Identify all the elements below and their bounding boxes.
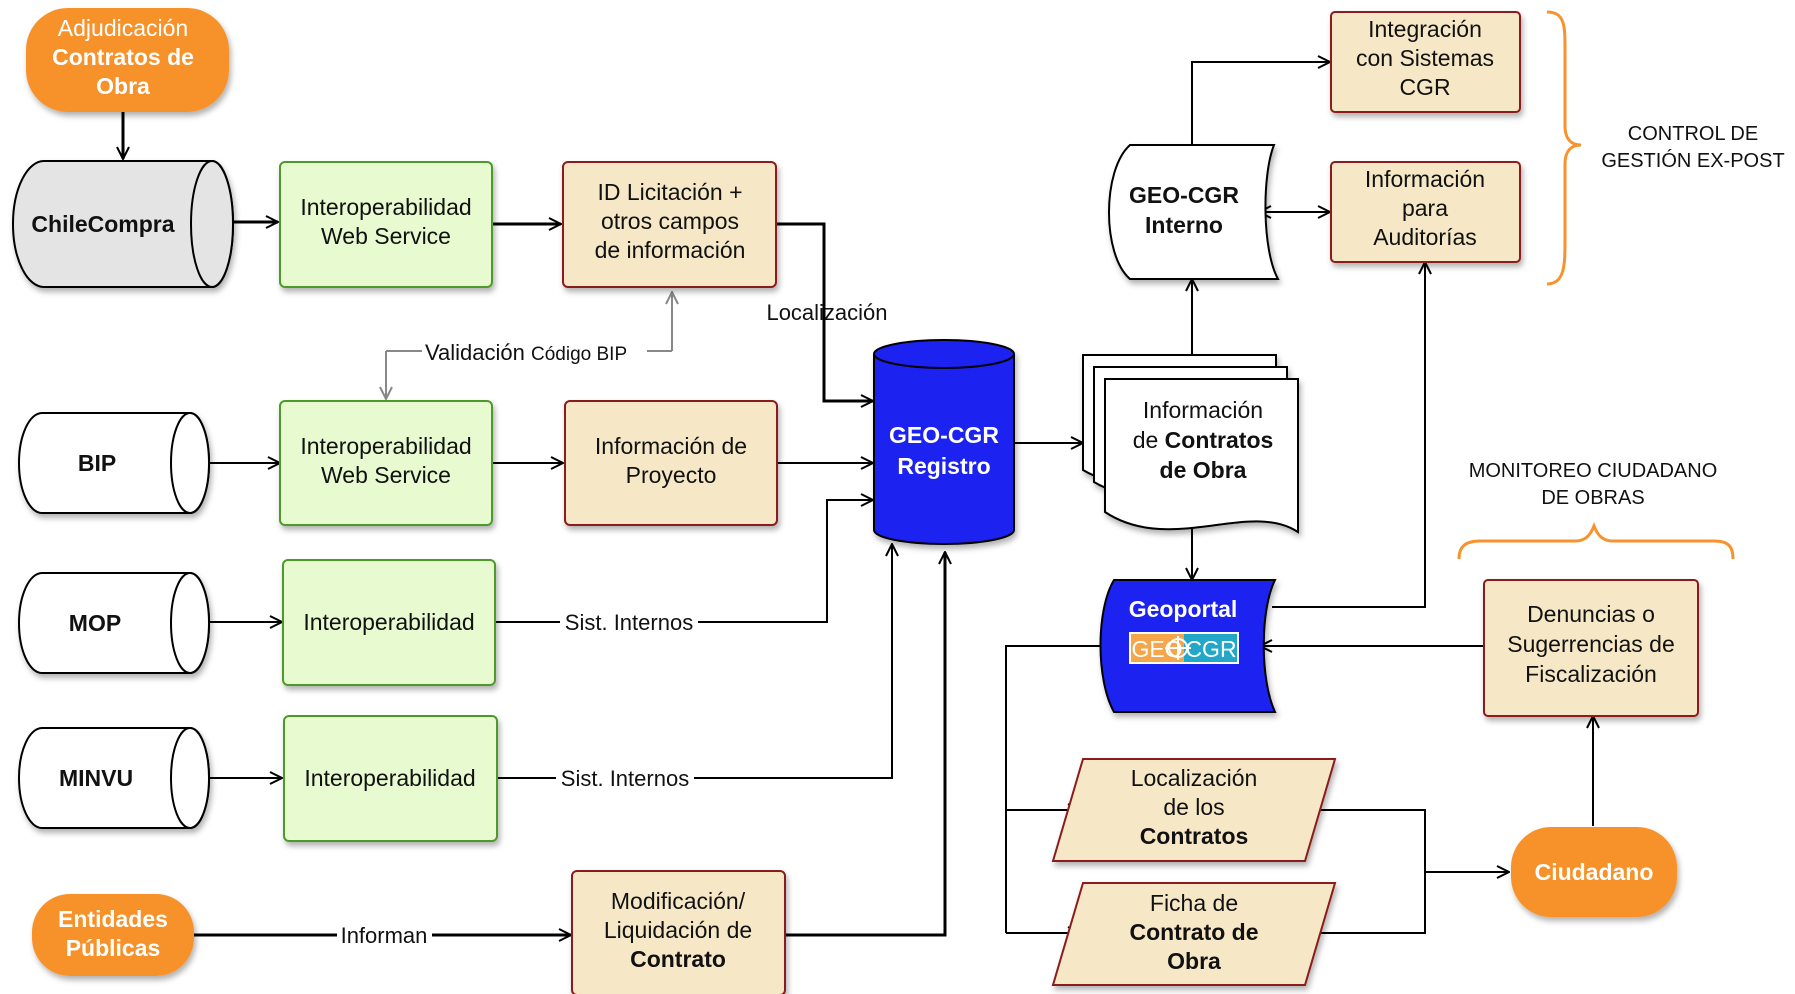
bip-label: BIP bbox=[78, 450, 116, 476]
modificacion-line-1: Modificación/ bbox=[611, 888, 746, 914]
auditorias-line-1: Información bbox=[1365, 166, 1485, 192]
adjudicacion-line-2: Contratos de bbox=[52, 44, 194, 70]
edge-label-sist-internos-mop: Sist. Internos bbox=[565, 610, 693, 635]
node-bip bbox=[18, 412, 210, 514]
licitacion-line-2: otros campos bbox=[601, 208, 739, 234]
edge-geoportal-auditorias bbox=[1272, 262, 1425, 608]
control-label-line-1: CONTROL DE bbox=[1628, 123, 1758, 145]
interno-line-1: GEO-CGR bbox=[1129, 182, 1239, 208]
node-localizacion-contratos bbox=[1051, 758, 1337, 862]
localizacion-line-3: Contratos bbox=[1140, 823, 1249, 849]
denuncias-line-2: Sugerrencias de bbox=[1507, 631, 1675, 657]
edge-licitacion-registro bbox=[776, 222, 873, 401]
node-minvu bbox=[18, 727, 210, 829]
licitacion-line-3: de información bbox=[595, 237, 746, 263]
node-mop bbox=[18, 572, 210, 674]
ficha-line-1: Ficha de bbox=[1150, 890, 1238, 916]
node-interop-ws-1 bbox=[279, 161, 493, 288]
node-ciudadano bbox=[1511, 827, 1677, 917]
geoportal-logo: GEO CGR bbox=[1129, 632, 1239, 664]
node-denuncias bbox=[1483, 579, 1699, 717]
interno-line-2: Interno bbox=[1145, 212, 1223, 238]
interop-ws-1-line-2: Web Service bbox=[321, 223, 451, 249]
adjudicacion-line-1: Adjudicación bbox=[58, 15, 188, 41]
proyecto-line-1: Información de bbox=[595, 433, 747, 459]
adjudicacion-line-3: Obra bbox=[96, 73, 150, 99]
interop-minvu-label: Interoperabilidad bbox=[304, 765, 475, 791]
node-modificacion bbox=[571, 870, 786, 994]
integracion-line-1: Integración bbox=[1368, 16, 1482, 42]
chilecompra-label: ChileCompra bbox=[31, 211, 174, 237]
ciudadano-label: Ciudadano bbox=[1535, 859, 1654, 885]
node-interop-minvu bbox=[283, 715, 498, 842]
auditorias-line-2: para bbox=[1402, 195, 1448, 221]
edge-label-localizacion: Localización bbox=[766, 300, 887, 325]
modificacion-line-3: Contrato bbox=[630, 946, 726, 972]
geoportal-title: Geoportal bbox=[1129, 596, 1238, 622]
node-entidades bbox=[32, 894, 194, 976]
edge-label-informan: Informan bbox=[341, 923, 428, 948]
interop-ws-1-line-1: Interoperabilidad bbox=[300, 194, 471, 220]
node-interno bbox=[1108, 144, 1280, 280]
proyecto-line-2: Proyecto bbox=[626, 462, 717, 488]
documentos-line-3: de Obra bbox=[1160, 457, 1247, 483]
monitoreo-label-line-2: DE OBRAS bbox=[1541, 487, 1644, 509]
documentos-line-1: Información bbox=[1143, 397, 1263, 423]
denuncias-line-1: Denuncias o bbox=[1527, 601, 1655, 627]
node-licitacion bbox=[562, 161, 777, 288]
control-brace bbox=[1546, 10, 1582, 286]
entidades-line-1: Entidades bbox=[58, 906, 168, 932]
control-label-line-2: GESTIÓN EX-POST bbox=[1601, 149, 1784, 172]
interop-ws-2-line-1: Interoperabilidad bbox=[300, 433, 471, 459]
localizacion-line-1: Localización bbox=[1131, 765, 1258, 791]
edge-modificacion-registro bbox=[785, 552, 945, 937]
registro-line-2: Registro bbox=[897, 453, 990, 479]
node-integracion bbox=[1330, 11, 1521, 113]
ficha-line-3: Obra bbox=[1167, 948, 1221, 974]
edge-label-sist-internos-minvu: Sist. Internos bbox=[561, 766, 689, 791]
modificacion-line-2: Liquidación de bbox=[604, 917, 752, 943]
edge-minvu-registro bbox=[497, 544, 892, 779]
node-adjudicacion bbox=[26, 8, 229, 112]
registro-line-1: GEO-CGR bbox=[889, 422, 999, 448]
licitacion-line-1: ID Licitación + bbox=[597, 179, 742, 205]
denuncias-line-3: Fiscalización bbox=[1525, 661, 1657, 687]
node-auditorias bbox=[1330, 161, 1521, 263]
geoportal-logo-cgr: CGR bbox=[1185, 636, 1236, 662]
interop-ws-2-line-2: Web Service bbox=[321, 462, 451, 488]
node-proyecto bbox=[564, 400, 778, 526]
edge-geoportal-trunk bbox=[1005, 645, 1107, 933]
node-interop-ws-2 bbox=[279, 400, 493, 526]
edge-label-validacion: Validación Código BIP bbox=[425, 340, 627, 365]
node-ficha bbox=[1051, 882, 1337, 986]
edge-interno-integracion bbox=[1191, 62, 1330, 145]
node-chilecompra bbox=[12, 160, 234, 288]
auditorias-line-3: Auditorías bbox=[1373, 224, 1477, 250]
monitoreo-brace bbox=[1457, 521, 1735, 560]
connectors bbox=[123, 62, 1593, 935]
interop-mop-label: Interoperabilidad bbox=[303, 609, 474, 635]
node-interop-mop bbox=[282, 559, 496, 686]
node-registro bbox=[873, 339, 1015, 545]
mop-label: MOP bbox=[69, 610, 121, 636]
localizacion-line-2: de los bbox=[1163, 794, 1224, 820]
integracion-line-3: CGR bbox=[1399, 74, 1450, 100]
minvu-label: MINVU bbox=[59, 765, 133, 791]
node-documentos bbox=[1082, 354, 1299, 534]
edge-mop-registro bbox=[495, 500, 873, 623]
ficha-line-2: Contrato de bbox=[1129, 919, 1258, 945]
entidades-line-2: Públicas bbox=[66, 935, 161, 961]
monitoreo-label-line-1: MONITOREO CIUDADANO bbox=[1469, 460, 1718, 482]
documentos-line-2: de Contratos bbox=[1133, 427, 1274, 453]
integracion-line-2: con Sistemas bbox=[1356, 45, 1494, 71]
